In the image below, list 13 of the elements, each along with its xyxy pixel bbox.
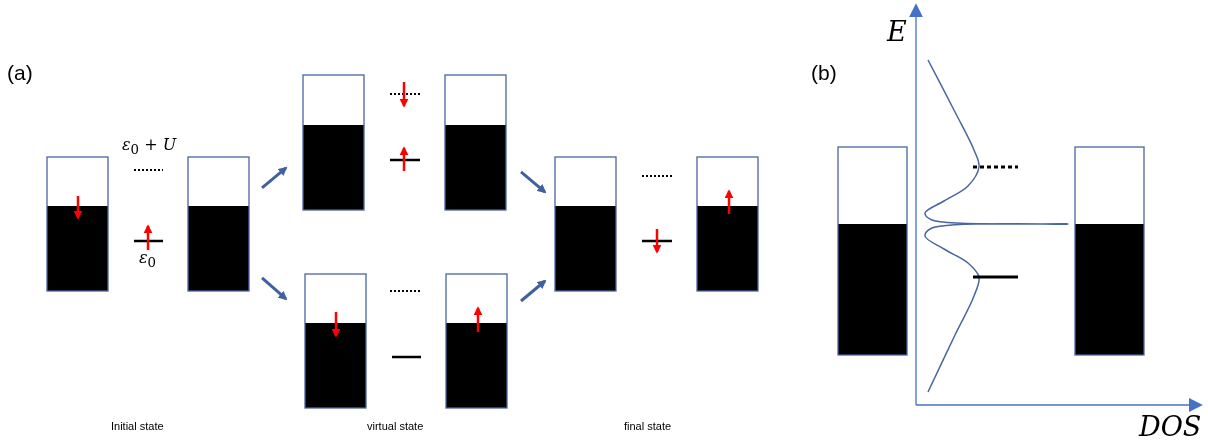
state-caption: final state <box>624 421 672 432</box>
energy-level-label: ε$_{0}$ + U <box>122 137 177 157</box>
state-caption: virtual state <box>367 421 424 432</box>
axis-label: DOS <box>1139 413 1202 440</box>
axis-label: E <box>887 18 907 45</box>
panel-label: (a) <box>7 62 33 83</box>
state-caption: Initial state <box>111 421 164 432</box>
arrow <box>261 276 288 301</box>
arrow <box>520 170 547 194</box>
energy-level-label: ε$_{0}$ <box>139 250 157 270</box>
arrow <box>520 279 547 303</box>
panel-label: (b) <box>811 62 837 83</box>
arrow <box>261 166 288 190</box>
